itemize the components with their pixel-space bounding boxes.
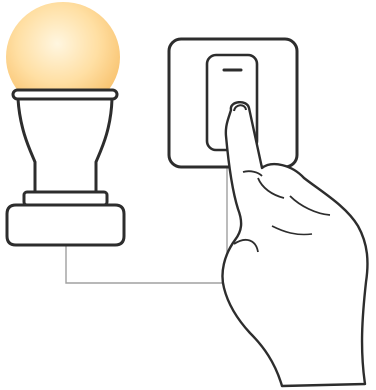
bulb-collar <box>24 192 107 205</box>
bulb-body <box>18 99 112 192</box>
bulb-base <box>7 205 124 245</box>
light-bulb-icon <box>6 2 124 245</box>
